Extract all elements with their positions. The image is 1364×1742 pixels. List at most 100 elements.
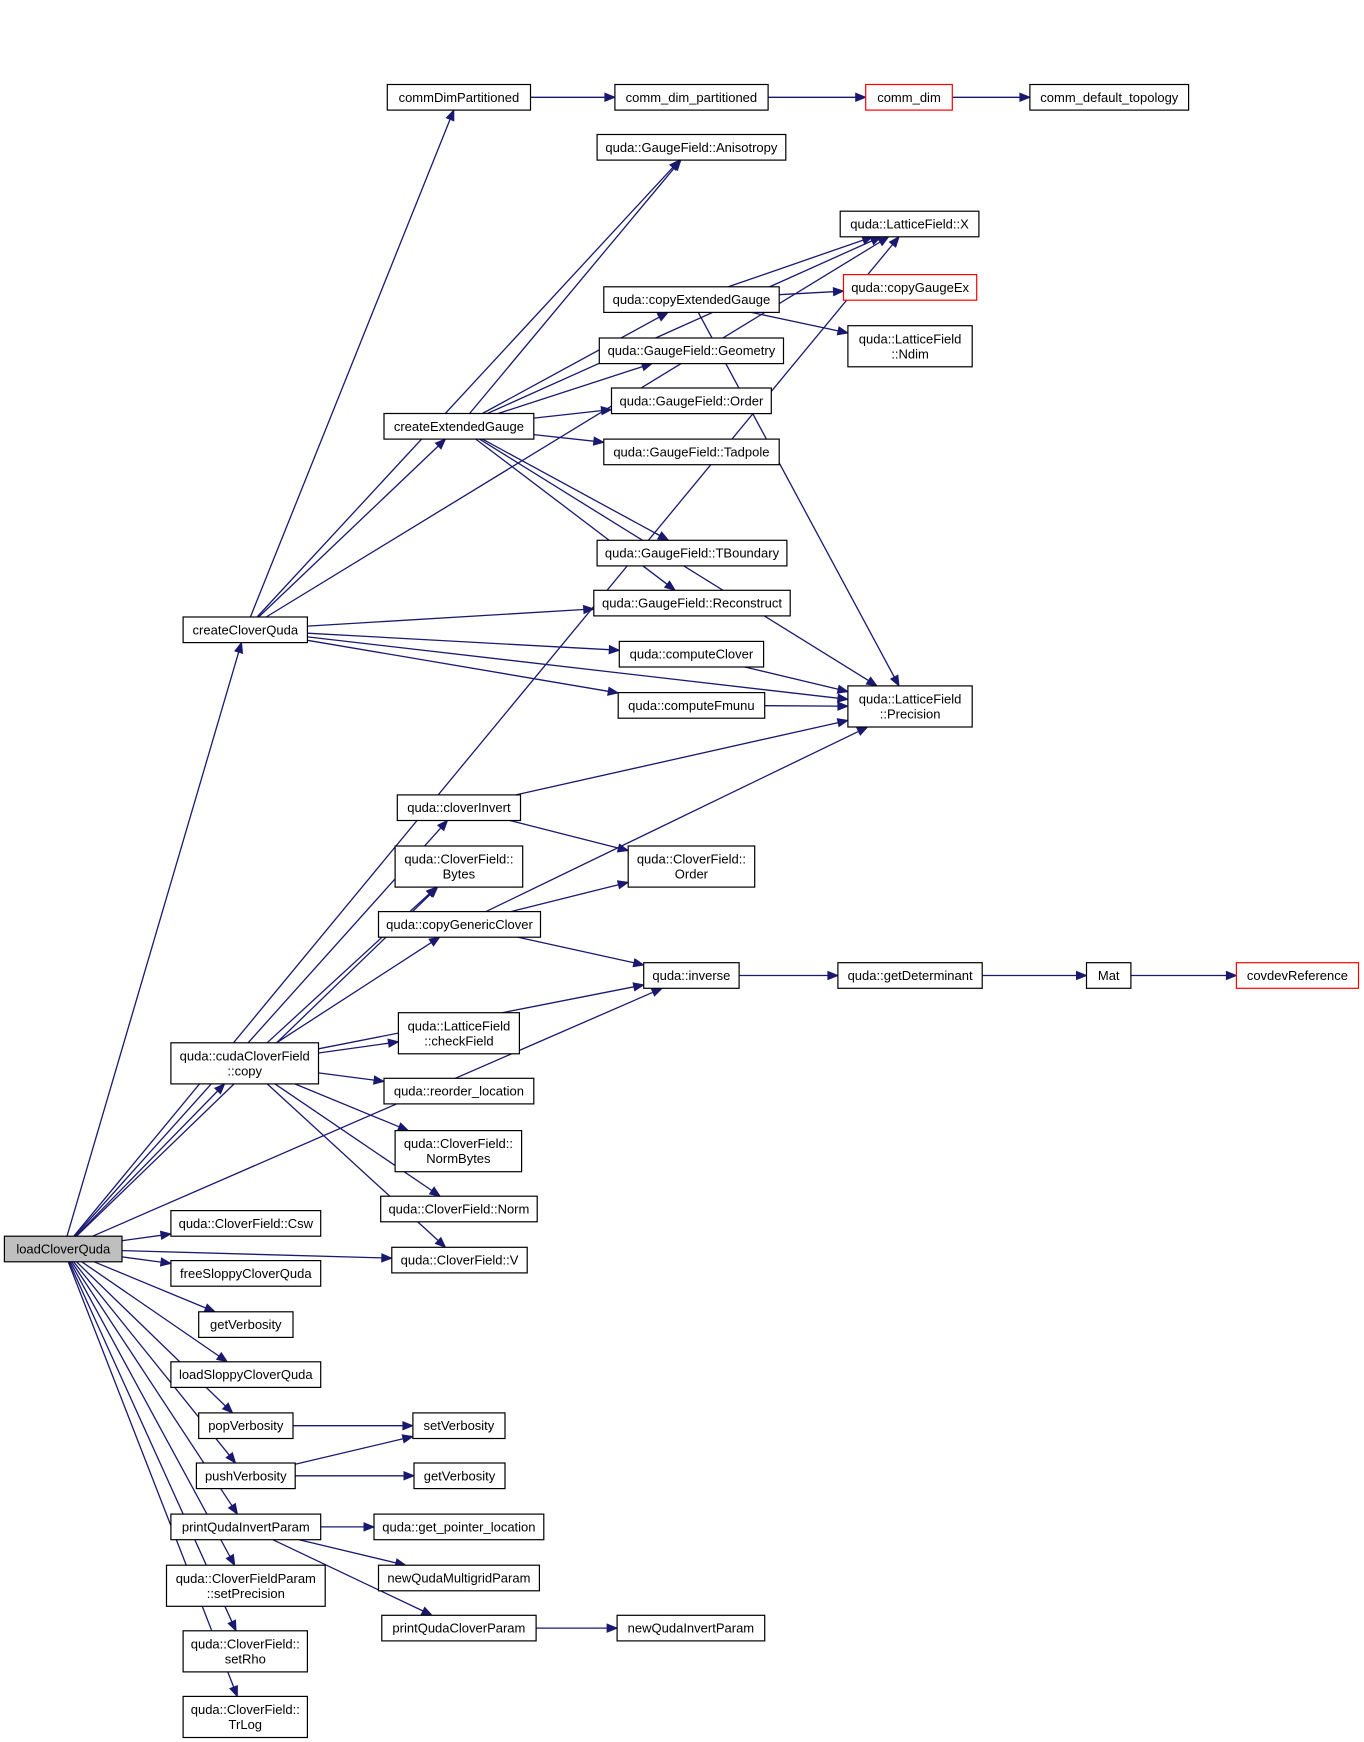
edge-arrowhead: [836, 693, 850, 703]
node-label: getVerbosity: [424, 1468, 496, 1483]
node-lf_checkfield[interactable]: quda::LatticeField::checkField: [397, 1012, 520, 1055]
node-gf_tboundary[interactable]: quda::GaugeField::TBoundary: [596, 539, 788, 567]
node-getVerbosity1[interactable]: getVerbosity: [198, 1311, 294, 1339]
edge-copyExtendedGauge-to-lf_precision: [697, 312, 900, 688]
edge-arrowhead: [582, 604, 596, 615]
edge-loadCloverQuda-to-cf_v: [122, 1249, 394, 1263]
node-cf_norm[interactable]: quda::CloverField::Norm: [380, 1195, 538, 1223]
edge-arrowhead: [436, 819, 449, 832]
node-label: createExtendedGauge: [394, 419, 524, 434]
node-freeSloppyCloverQuda[interactable]: freeSloppyCloverQuda: [170, 1259, 322, 1287]
node-box: [596, 133, 787, 161]
node-inverse[interactable]: quda::inverse: [643, 962, 740, 989]
edge-printQudaInvertParam-to-newQudaMultigridParam: [298, 1539, 407, 1568]
node-label: quda::GaugeField::Reconstruct: [602, 596, 782, 611]
node-cudaCloverCopy[interactable]: quda::cudaCloverField::copy: [170, 1042, 320, 1085]
edge-createCloverQuda-to-computeClover: [307, 632, 621, 655]
node-commDimPartitioned[interactable]: commDimPartitioned: [386, 83, 532, 111]
node-cfp_setprecision[interactable]: quda::CloverFieldParam::setPrecision: [165, 1564, 326, 1607]
node-gf_geometry[interactable]: quda::GaugeField::Geometry: [598, 337, 785, 365]
node-cf_order[interactable]: quda::CloverField::Order: [627, 845, 756, 888]
edge-computeFmunu-to-lf_precision: [764, 701, 850, 711]
node-getVerbosity2[interactable]: getVerbosity: [413, 1462, 506, 1490]
node-comm_dim_partitioned[interactable]: comm_dim_partitioned: [614, 83, 769, 111]
node-gf_tadpole[interactable]: quda::GaugeField::Tadpole: [603, 438, 780, 466]
node-box: [1029, 83, 1190, 111]
edge-arrowhead: [889, 674, 900, 688]
node-createCloverQuda[interactable]: createCloverQuda: [182, 616, 309, 644]
node-printQudaCloverParam[interactable]: printQudaCloverParam: [381, 1614, 537, 1642]
edge-line: [485, 730, 859, 913]
edge-arrowhead: [856, 726, 869, 736]
node-cf_trlog[interactable]: quda::CloverField::TrLog: [182, 1695, 309, 1739]
edge-arrowhead: [159, 1230, 173, 1240]
node-computeFmunu[interactable]: quda::computeFmunu: [617, 691, 766, 719]
node-copyExtendedGauge[interactable]: quda::copyExtendedGauge: [603, 286, 780, 313]
node-box: [842, 274, 978, 301]
node-reorder_location[interactable]: quda::reorder_location: [383, 1077, 535, 1105]
node-setVerbosity[interactable]: setVerbosity: [412, 1412, 506, 1440]
node-label: newQudaMultigridParam: [387, 1571, 530, 1586]
node-box: [182, 1630, 309, 1673]
node-newQudaInvertParam[interactable]: newQudaInvertParam: [616, 1614, 766, 1642]
node-getDeterminant[interactable]: quda::getDeterminant: [837, 962, 983, 989]
node-cf_normbytes[interactable]: quda::CloverField::NormBytes: [394, 1129, 523, 1173]
node-createExtendedGauge[interactable]: createExtendedGauge: [383, 412, 535, 440]
node-copyGenericClover[interactable]: quda::copyGenericClover: [377, 910, 542, 938]
node-box: [383, 1077, 535, 1105]
edge-arrowhead: [877, 236, 890, 247]
edge-arrowhead: [426, 886, 439, 898]
edge-arrowhead: [607, 686, 620, 696]
node-label: quda::computeClover: [630, 647, 754, 662]
node-mat[interactable]: Mat: [1085, 962, 1132, 989]
node-cf_v[interactable]: quda::CloverField::V: [391, 1246, 528, 1274]
node-comm_default_topology[interactable]: comm_default_topology: [1029, 83, 1190, 111]
node-lf_ndim[interactable]: quda::LatticeField::Ndim: [847, 325, 973, 368]
edge-line: [294, 1083, 400, 1128]
node-cf_bytes[interactable]: quda::CloverField::Bytes: [394, 845, 524, 888]
node-label: loadSloppyCloverQuda: [179, 1367, 313, 1382]
node-loadSloppyCloverQuda[interactable]: loadSloppyCloverQuda: [170, 1361, 322, 1389]
node-covdevReference[interactable]: covdevReference: [1235, 962, 1360, 989]
node-label: NormBytes: [426, 1151, 491, 1166]
node-box: [3, 1235, 123, 1263]
node-copyGaugeEx[interactable]: quda::copyGaugeEx: [842, 274, 978, 301]
node-label: quda::inverse: [652, 968, 730, 983]
node-label: quda::LatticeField::X: [850, 217, 969, 232]
edge-arrowhead: [401, 1434, 415, 1444]
node-label: quda::CloverField::Csw: [179, 1216, 314, 1231]
edge-arrowhead: [445, 108, 455, 122]
edge-cudaCloverCopy-to-cf_norm: [274, 1083, 442, 1197]
node-box: [643, 962, 740, 989]
node-label: printQudaInvertParam: [182, 1519, 310, 1534]
node-popVerbosity[interactable]: popVerbosity: [198, 1412, 294, 1440]
node-label: Bytes: [443, 867, 476, 882]
node-lf_precision[interactable]: quda::LatticeField::Precision: [847, 685, 973, 728]
edge-arrowhead: [159, 1257, 173, 1267]
node-cf_setrho[interactable]: quda::CloverField::setRho: [182, 1630, 309, 1673]
edge-arrowhead: [855, 92, 868, 103]
node-box: [170, 1259, 322, 1287]
node-label: comm_dim: [877, 90, 941, 105]
edge-arrowhead: [632, 982, 646, 992]
node-printQudaInvertParam[interactable]: printQudaInvertParam: [170, 1513, 322, 1541]
node-label: comm_default_topology: [1040, 90, 1179, 105]
edge-cloverInvert-to-cf_order: [509, 819, 630, 853]
node-label: newQudaInvertParam: [628, 1621, 754, 1636]
node-gf_anisotropy[interactable]: quda::GaugeField::Anisotropy: [596, 133, 787, 161]
node-comm_dim[interactable]: comm_dim: [865, 83, 953, 111]
node-gf_reconstruct[interactable]: quda::GaugeField::Reconstruct: [593, 589, 791, 617]
edge-line: [69, 1261, 231, 1557]
edge-arrowhead: [632, 958, 646, 968]
node-newQudaMultigridParam[interactable]: newQudaMultigridParam: [377, 1564, 540, 1592]
node-layer: loadCloverQuda commDimPartitioned comm_dim…: [3, 83, 1360, 1739]
node-gf_order[interactable]: quda::GaugeField::Order: [610, 387, 772, 415]
node-loadCloverQuda[interactable]: loadCloverQuda: [3, 1235, 123, 1263]
node-lf_x[interactable]: quda::LatticeField::X: [839, 210, 980, 238]
node-label: quda::reorder_location: [394, 1084, 524, 1099]
node-cf_csw[interactable]: quda::CloverField::Csw: [170, 1209, 322, 1237]
node-pushVerbosity[interactable]: pushVerbosity: [195, 1462, 296, 1490]
node-cloverInvert[interactable]: quda::cloverInvert: [396, 794, 522, 822]
node-get_pointer_location[interactable]: quda::get_pointer_location: [373, 1513, 545, 1541]
node-computeClover[interactable]: quda::computeClover: [618, 640, 765, 668]
